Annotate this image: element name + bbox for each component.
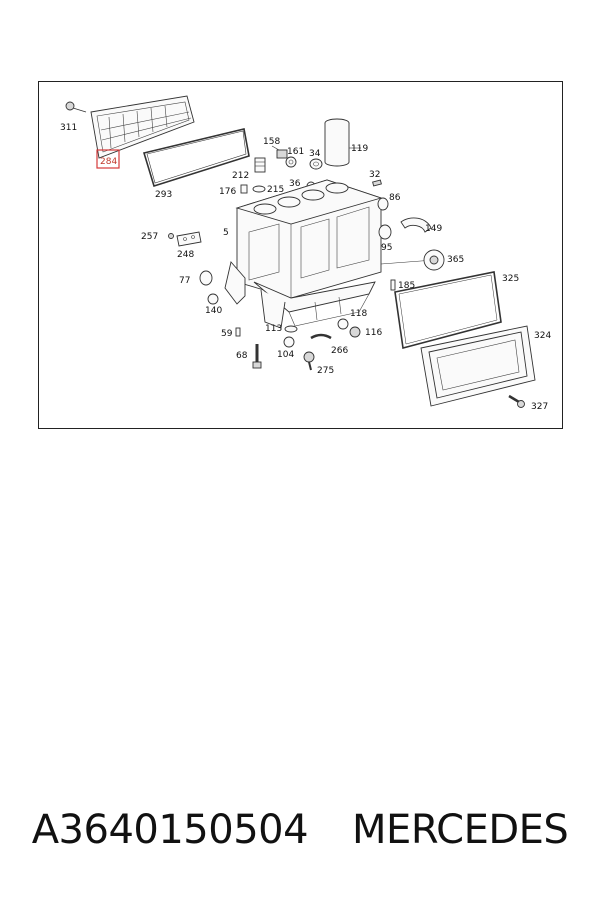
part-324-oil-pan[interactable]	[420, 325, 536, 407]
label-325: 325	[502, 274, 519, 284]
part-311-bolt[interactable]	[65, 101, 87, 113]
label-140: 140	[205, 306, 222, 316]
label-149: 149	[425, 224, 442, 234]
part-248-bracket[interactable]	[176, 231, 202, 247]
engine-block-exploded-view: 311 284 293 158	[60, 95, 551, 412]
label-284: 284	[100, 157, 117, 167]
label-275: 275	[317, 366, 334, 376]
part-215-seal-ring[interactable]	[252, 185, 266, 193]
part-number: A3640150504	[31, 807, 309, 853]
part-86-bushing[interactable]	[377, 197, 389, 211]
label-104: 104	[277, 350, 294, 360]
part-325-oil-pan-gasket[interactable]	[394, 271, 502, 350]
part-212-threaded-plug[interactable]	[254, 157, 266, 173]
label-266: 266	[331, 346, 348, 356]
part-284-cover-plate[interactable]	[90, 95, 195, 159]
part-176-sleeve[interactable]	[240, 184, 248, 194]
label-32: 32	[369, 170, 380, 180]
label-257: 257	[141, 232, 158, 242]
part-119-cylinder-liner[interactable]	[324, 118, 361, 167]
part-59-pin[interactable]	[235, 327, 241, 337]
product-caption: A3640150504 MERCEDES	[0, 800, 600, 860]
part-68-bolt[interactable]	[252, 344, 262, 369]
part-266-pipe[interactable]	[310, 333, 332, 340]
label-185: 185	[398, 281, 415, 291]
highlight-box-284	[96, 149, 120, 169]
label-68: 68	[236, 351, 248, 361]
part-257-screw[interactable]	[168, 233, 174, 239]
label-118: 118	[350, 309, 367, 319]
part-365-damper[interactable]	[423, 249, 445, 271]
label-119: 119	[351, 144, 368, 154]
label-113: 113	[265, 324, 282, 334]
part-34-ring[interactable]	[309, 158, 323, 170]
part-95-seal[interactable]	[378, 224, 392, 240]
label-176: 176	[219, 187, 236, 197]
part-275-drain-plug[interactable]	[303, 351, 315, 371]
parts-diagram: 311 284 293 158	[38, 81, 563, 429]
label-59: 59	[221, 329, 233, 339]
label-95: 95	[381, 243, 392, 253]
part-32-pin[interactable]	[372, 179, 382, 187]
label-212: 212	[232, 171, 249, 181]
label-311: 311	[60, 123, 77, 133]
label-365: 365	[447, 255, 464, 265]
label-324: 324	[534, 331, 551, 341]
label-86: 86	[389, 193, 401, 203]
part-293-gasket[interactable]	[142, 128, 250, 188]
label-5: 5	[223, 228, 229, 238]
part-161-washer[interactable]	[285, 156, 297, 168]
part-5-engine-block[interactable]	[224, 179, 435, 329]
part-149-thrust-washer[interactable]	[400, 217, 432, 233]
label-327: 327	[531, 402, 548, 412]
label-293: 293	[155, 190, 172, 200]
part-140-plug[interactable]	[207, 293, 219, 305]
label-34: 34	[309, 149, 321, 159]
part-158-plug[interactable]	[271, 145, 288, 159]
label-248: 248	[177, 250, 194, 260]
label-77: 77	[179, 276, 190, 286]
part-113-washer[interactable]	[284, 325, 298, 333]
label-36: 36	[289, 179, 301, 189]
part-185-pin[interactable]	[390, 279, 396, 291]
part-104-plug[interactable]	[283, 336, 295, 348]
label-158: 158	[263, 137, 280, 147]
part-327-bolt[interactable]	[508, 394, 525, 408]
brand-name: MERCEDES	[352, 807, 569, 853]
label-116: 116	[365, 328, 382, 338]
label-215: 215	[267, 185, 284, 195]
label-161: 161	[287, 147, 304, 157]
part-77-plug[interactable]	[199, 270, 213, 286]
part-118-sleeve[interactable]	[337, 318, 349, 330]
part-116-plug[interactable]	[349, 326, 361, 338]
